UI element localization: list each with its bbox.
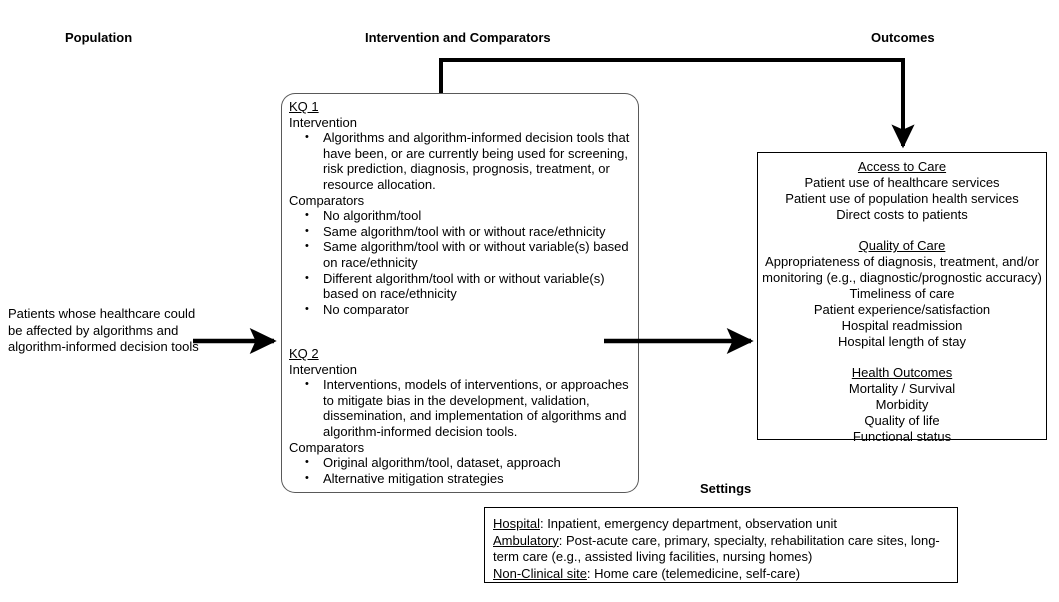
list-item: Alternative mitigation strategies	[305, 471, 632, 487]
settings-title: Settings	[700, 481, 752, 496]
settings-box: Hospital: Inpatient, emergency departmen…	[484, 507, 958, 583]
kq1-content: KQ 1 Intervention Algorithms and algorit…	[289, 99, 632, 317]
outcomes-item: monitoring (e.g., diagnostic/prognostic …	[762, 270, 1042, 285]
outcomes-item: Timeliness of care	[849, 286, 955, 301]
outcomes-item: Patient experience/satisfaction	[813, 302, 991, 317]
spacer	[758, 350, 1046, 365]
outcomes-item: Mortality / Survival	[848, 381, 956, 396]
outcomes-item: Functional status	[852, 429, 952, 444]
spacer	[758, 223, 1046, 238]
kq1-intervention-list: Algorithms and algorithm-informed decisi…	[289, 130, 632, 192]
outcomes-item: Hospital readmission	[841, 318, 963, 333]
kq1-comparators-list: No algorithm/tool Same algorithm/tool wi…	[289, 208, 632, 317]
kq2-comparators-list: Original algorithm/tool, dataset, approa…	[289, 455, 632, 486]
population-description: Patients whose healthcare could be affec…	[8, 306, 199, 354]
list-item: Interventions, models of interventions, …	[305, 377, 632, 439]
settings-line: Ambulatory: Post-acute care, primary, sp…	[493, 533, 949, 566]
list-item: Same algorithm/tool with or without vari…	[305, 239, 632, 270]
outcomes-group-title: Health Outcomes	[851, 365, 953, 380]
column-header-population: Population	[65, 30, 133, 45]
outcomes-item: Hospital length of stay	[838, 334, 966, 349]
outcomes-item: Patient use of population health service…	[785, 191, 1019, 206]
settings-line: Hospital: Inpatient, emergency departmen…	[493, 516, 949, 533]
column-header-outcomes: Outcomes	[871, 30, 935, 45]
kq1-box: KQ 1 Intervention Algorithms and algorit…	[281, 93, 639, 342]
kq1-comparators-label: Comparators	[289, 192, 365, 208]
list-item: Algorithms and algorithm-informed decisi…	[305, 130, 632, 192]
list-item: No algorithm/tool	[305, 208, 632, 224]
outcomes-item: Appropriateness of diagnosis, treatment,…	[765, 254, 1039, 269]
list-item: Different algorithm/tool with or without…	[305, 271, 632, 302]
column-header-intervention-and-comparators: Intervention and Comparators	[365, 30, 551, 45]
kq2-intervention-list: Interventions, models of interventions, …	[289, 377, 632, 439]
settings-text: : Inpatient, emergency department, obser…	[539, 516, 837, 531]
kq2-content: KQ 2 Intervention Interventions, models …	[289, 346, 632, 486]
outcomes-item: Direct costs to patients	[836, 207, 968, 222]
outcomes-group-title: Access to Care	[857, 159, 947, 174]
outcomes-box: Access to Care Patient use of healthcare…	[757, 152, 1047, 444]
outcomes-item: Morbidity	[875, 397, 929, 412]
outcomes-item: Quality of life	[864, 413, 940, 428]
list-item: No comparator	[305, 302, 632, 318]
settings-label: Hospital	[493, 516, 540, 531]
list-item: Same algorithm/tool with or without race…	[305, 224, 632, 240]
settings-line: Non-Clinical site: Home care (telemedici…	[493, 566, 949, 583]
kq2-box: KQ 2 Intervention Interventions, models …	[281, 341, 639, 493]
kq2-intervention-label: Intervention	[289, 361, 357, 377]
settings-text: : Home care (telemedicine, self-care)	[586, 565, 801, 581]
kq1-title: KQ 1	[289, 99, 319, 114]
settings-label: Ambulatory	[493, 532, 559, 548]
list-item: Original algorithm/tool, dataset, approa…	[305, 455, 632, 471]
settings-text: : Post-acute care, primary, specialty, r…	[493, 532, 940, 565]
kq1-intervention-label: Intervention	[289, 114, 357, 130]
outcomes-item: Patient use of healthcare services	[804, 175, 1000, 190]
outcomes-group-title: Quality of Care	[858, 238, 946, 253]
kq2-title: KQ 2	[289, 346, 319, 361]
settings-label: Non-Clinical site	[493, 565, 587, 581]
kq2-comparators-label: Comparators	[289, 439, 365, 455]
